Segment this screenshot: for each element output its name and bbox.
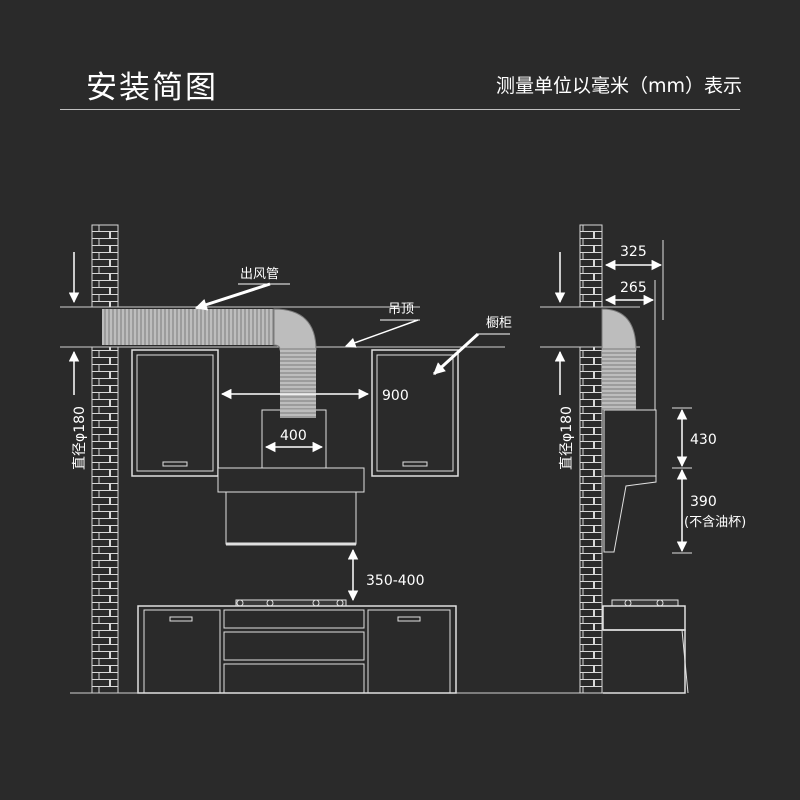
cooktop-height-value: 350-400 bbox=[366, 573, 425, 589]
duct-vertical bbox=[280, 348, 316, 418]
unit-note: 测量单位以毫米（mm）表示 bbox=[495, 75, 742, 97]
cabinet-gap-value: 900 bbox=[382, 388, 409, 404]
cooktop bbox=[235, 599, 347, 607]
side-base-cabinet bbox=[603, 629, 686, 694]
front-brick-wall-lower bbox=[91, 346, 119, 694]
cabinet-pointer bbox=[432, 332, 480, 376]
body-height-value: 430 bbox=[690, 432, 717, 448]
side-diameter-label: 直径φ180 bbox=[558, 406, 575, 470]
side-view: 直径φ180 325 265 430 390 (不含油杯) bbox=[540, 224, 746, 694]
side-brick-wall-upper bbox=[579, 224, 603, 308]
side-brick-wall-lower bbox=[579, 346, 603, 694]
ceiling-pointer bbox=[345, 319, 419, 348]
cabinet-handle bbox=[162, 461, 188, 467]
hood-panel bbox=[225, 491, 357, 545]
duct-label: 出风管 bbox=[240, 267, 279, 282]
duct-elbow bbox=[273, 308, 317, 351]
side-counter bbox=[602, 605, 686, 631]
side-duct-elbow bbox=[601, 308, 637, 351]
front-diameter-label: 直径φ180 bbox=[71, 406, 88, 470]
right-wall-cabinet bbox=[371, 349, 459, 477]
side-hood-body bbox=[603, 409, 657, 477]
page-title: 安装简图 bbox=[86, 70, 218, 106]
left-wall-cabinet bbox=[131, 349, 219, 477]
side-cooktop bbox=[611, 599, 679, 607]
base-cabinet bbox=[137, 605, 457, 694]
cabinet-handle bbox=[402, 461, 428, 467]
side-hood-panel bbox=[603, 475, 657, 553]
panel-height-note: (不含油杯) bbox=[684, 514, 746, 530]
ceiling-label: 吊顶 bbox=[388, 302, 414, 317]
front-view: 直径φ180 900 400 350-400 出风管 吊顶 bbox=[60, 224, 680, 694]
front-brick-wall-upper bbox=[91, 224, 119, 308]
duct-horizontal bbox=[102, 309, 274, 345]
outer-depth-value: 325 bbox=[620, 244, 647, 260]
panel-height-value: 390 bbox=[690, 494, 717, 510]
duct-pointer bbox=[194, 282, 271, 311]
hood-top bbox=[217, 467, 365, 493]
side-duct-vertical bbox=[602, 348, 636, 410]
header-divider bbox=[60, 109, 740, 110]
hood-width-value: 400 bbox=[280, 428, 307, 444]
cabinet-label: 橱柜 bbox=[486, 316, 512, 331]
inner-depth-value: 265 bbox=[620, 280, 647, 296]
